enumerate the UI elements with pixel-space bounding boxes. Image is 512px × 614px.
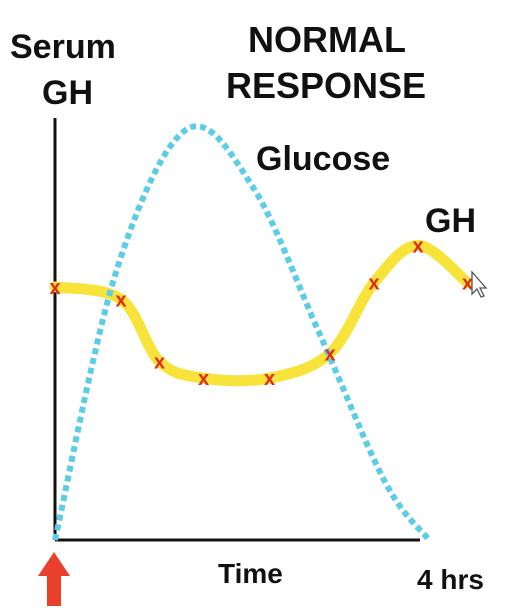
gh-data-point: x	[324, 343, 335, 365]
gh-data-point: x	[49, 277, 60, 299]
glucose-series-line	[52, 123, 432, 542]
x-axis-end-label: 4 hrs	[417, 564, 484, 595]
marker-layer: x x x x x x x x x	[49, 235, 473, 390]
y-axis-label-line1: Serum	[10, 28, 116, 66]
gh-series-line	[49, 239, 473, 387]
series-layer	[49, 123, 473, 542]
gh-data-point: x	[198, 368, 209, 390]
chart-title-line1: NORMAL	[248, 19, 406, 60]
mouse-cursor-icon	[471, 270, 488, 298]
gh-data-point: x	[154, 352, 165, 374]
gh-data-point: x	[115, 289, 126, 311]
gh-data-point: x	[264, 368, 275, 390]
glucose-series-label: Glucose	[256, 140, 391, 178]
x-axis-label: Time	[218, 558, 283, 589]
gh-data-point: x	[462, 273, 473, 295]
start-arrow	[38, 552, 70, 606]
chart-title-line2: RESPONSE	[226, 65, 427, 106]
gh-data-point: x	[412, 235, 423, 257]
gh-series-label: GH	[425, 202, 476, 240]
gh-data-point: x	[368, 273, 379, 295]
y-axis-label-line2: GH	[42, 74, 93, 112]
